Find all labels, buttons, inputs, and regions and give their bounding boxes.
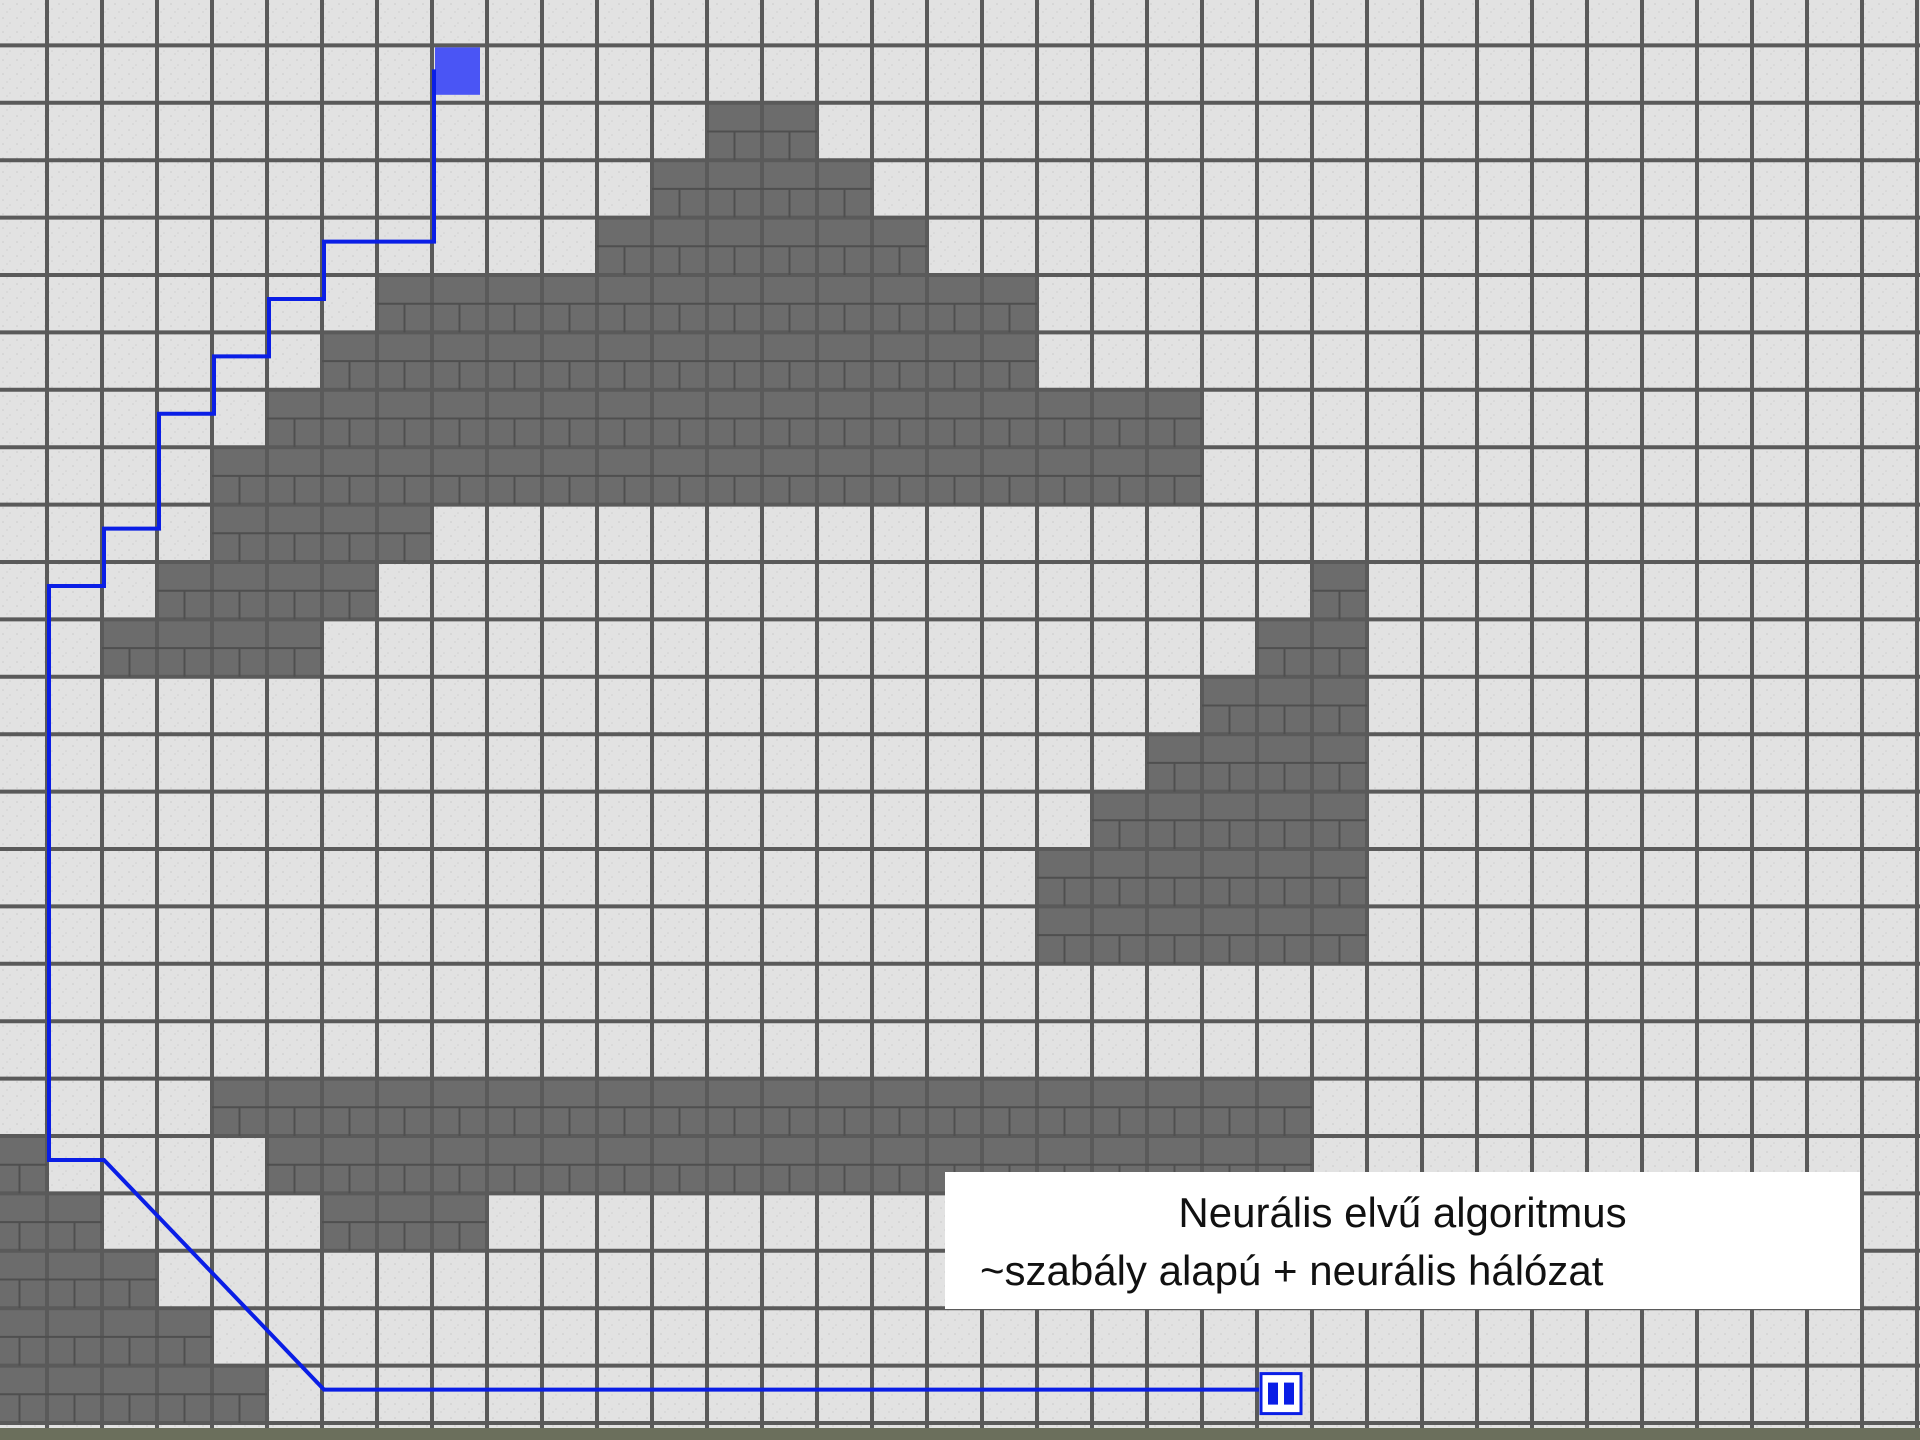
robot-wheel-right [1284,1383,1294,1405]
caption-box: Neurális elvű algoritmus ~szabály alapú … [945,1172,1860,1309]
robot-icon[interactable] [1261,1374,1301,1414]
caption-subtitle: ~szabály alapú + neurális hálózat [980,1246,1603,1296]
robot-wheel-left [1268,1383,1278,1405]
terrain-strip [0,1428,1920,1440]
start-marker [435,47,480,94]
robot-body [1261,1374,1301,1414]
caption-title: Neurális elvű algoritmus [945,1188,1860,1238]
